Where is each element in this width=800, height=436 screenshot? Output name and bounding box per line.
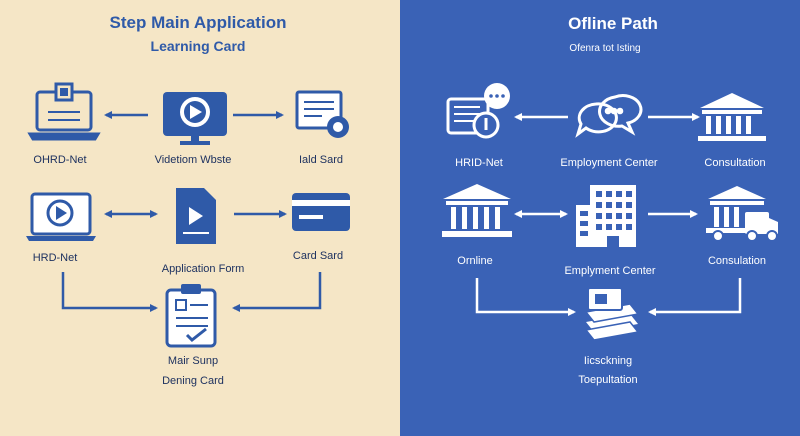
offline-flow-arrows — [475, 113, 742, 316]
label-bottom-line1: Iicsckning — [583, 355, 633, 367]
label-consultation-mid: Consulation — [707, 255, 767, 267]
stacked-documents-icon — [584, 287, 640, 341]
label-online: Ornline — [457, 255, 493, 267]
right-title: Ofline Path — [568, 14, 658, 33]
online-bank-icon — [442, 184, 512, 237]
document-badge-icon — [295, 90, 349, 138]
chat-bubbles-icon — [575, 94, 643, 138]
online-document-icon — [446, 83, 510, 139]
label-consultation-top: Consultation — [704, 157, 766, 169]
label-card-middle: Card Sard — [292, 250, 344, 262]
label-hrid-net: HRID-Net — [455, 157, 503, 169]
right-diagram-graphics — [442, 83, 778, 341]
clipboard-icon — [165, 284, 217, 348]
card-icon — [292, 193, 350, 231]
label-bottom-line2: Toepultation — [578, 374, 638, 386]
laptop-icon — [27, 82, 101, 141]
label-main-line2: Dening Card — [162, 375, 224, 387]
flow-arrows — [61, 111, 322, 312]
label-video-website: Videtiom Wbste — [154, 154, 232, 166]
label-employment-center-top: Employment Center — [560, 157, 658, 169]
label-employment-center-mid: Emplyment Center — [564, 265, 656, 277]
left-diagram-graphics — [26, 82, 350, 348]
label-hrd-net: HRD-Net — [32, 252, 78, 264]
label-application-form: Application Form — [161, 263, 245, 275]
left-subtitle: Learning Card — [150, 38, 246, 54]
label-main-line1: Mair Sunp — [167, 355, 219, 367]
offline-path-panel: Ofline Path Ofenra tot Isting HRID-Net E… — [400, 0, 800, 436]
office-building-icon — [576, 185, 636, 247]
left-title: Step Main Application — [109, 13, 287, 32]
label-ohrd-net: OHRD-Net — [33, 154, 87, 166]
right-subtitle: Ofenra tot Isting — [569, 43, 641, 54]
label-card-top: Iald Sard — [298, 154, 344, 166]
online-path-panel: Step Main Application Learning Card OHRD… — [0, 0, 400, 436]
application-form-icon — [176, 188, 216, 244]
bank-building-icon — [698, 93, 766, 141]
play-monitor-icon — [26, 192, 96, 241]
video-monitor-icon — [163, 92, 227, 145]
bank-truck-icon — [706, 186, 778, 242]
